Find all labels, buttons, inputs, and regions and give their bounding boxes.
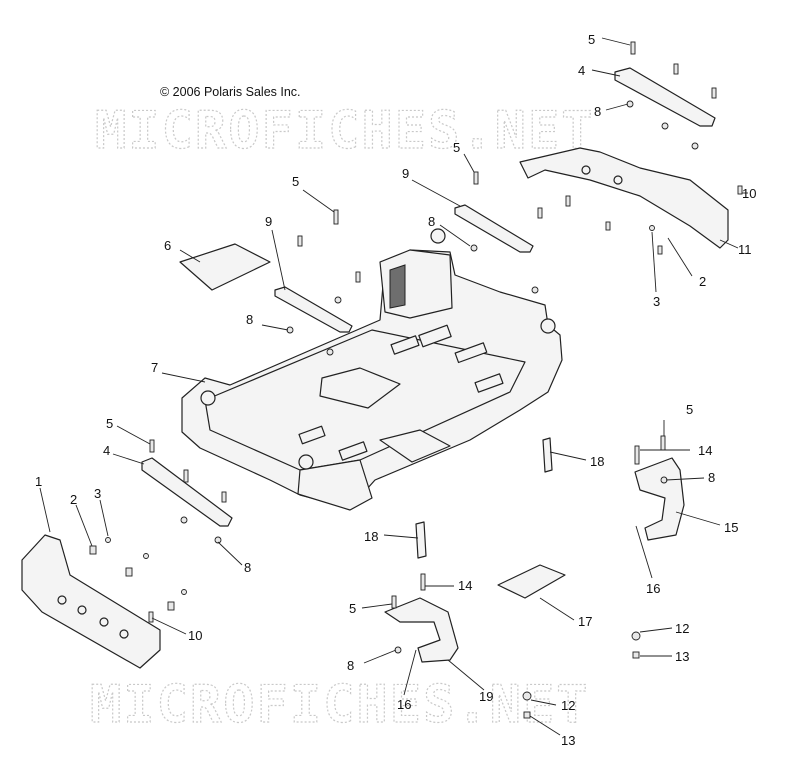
fasteners [89,41,743,719]
brace-4-lower [141,457,233,527]
callout-19: 19 [479,689,493,704]
callout-8-right: 8 [708,470,715,485]
callout-16-bottom: 16 [397,697,411,712]
callout-13-bottom: 13 [561,733,575,748]
callout-14-lower: 14 [458,578,472,593]
callout-10-left: 10 [188,628,202,643]
callout-15: 15 [724,520,738,535]
decal-6 [179,243,271,291]
callout-2-left: 2 [70,492,77,507]
callout-5-lower: 5 [106,416,113,431]
callout-3-right: 3 [653,294,660,309]
callout-8-bottom: 8 [347,658,354,673]
callout-4-lower: 4 [103,443,110,458]
callout-2-right: 2 [699,274,706,289]
callouts: 5 4 8 10 11 2 3 5 9 8 5 9 6 8 7 5 4 1 2 … [35,32,756,748]
bracket-18-right [542,437,553,473]
brace-4-top [614,67,716,127]
callout-18-right: 18 [590,454,604,469]
callout-4-top: 4 [578,63,585,78]
leader-lines [39,37,748,736]
copyright-text: © 2006 Polaris Sales Inc. [160,85,301,99]
callout-13-right: 13 [675,649,689,664]
callout-17: 17 [578,614,592,629]
callout-5-left: 5 [292,174,299,189]
callout-8-lower: 8 [244,560,251,575]
callout-8-left: 8 [246,312,253,327]
brace-9-mid [454,204,534,253]
callout-7: 7 [151,360,158,375]
cover-17 [497,564,566,599]
callout-12-right: 12 [675,621,689,636]
watermark-top: MICROFICHES.NET [95,101,595,161]
callout-3-left: 3 [94,486,101,501]
callout-12-bottom: 12 [561,698,575,713]
callout-8-top: 8 [594,104,601,119]
callout-6: 6 [164,238,171,253]
callout-5-top: 5 [588,32,595,47]
front-bumper [21,534,161,669]
callout-14-right: 14 [698,443,712,458]
handle-19 [384,597,459,663]
callout-5-right: 5 [686,402,693,417]
callout-9-left: 9 [265,214,272,229]
callout-8-mid: 8 [428,214,435,229]
brace-9-left [274,286,353,333]
bracket-18-mid [415,521,427,559]
rear-bumper [519,147,729,249]
callout-5-bottom: 5 [349,601,356,616]
callout-5-mid: 5 [453,140,460,155]
watermark-bottom: MICROFICHES.NET [90,675,590,735]
callout-9-mid: 9 [402,166,409,181]
cargo-box [181,228,563,511]
callout-18-mid: 18 [364,529,378,544]
callout-1: 1 [35,474,42,489]
callout-10-right: 10 [742,186,756,201]
callout-11: 11 [738,242,752,257]
callout-16-right: 16 [646,581,660,596]
handle-15 [634,457,685,541]
